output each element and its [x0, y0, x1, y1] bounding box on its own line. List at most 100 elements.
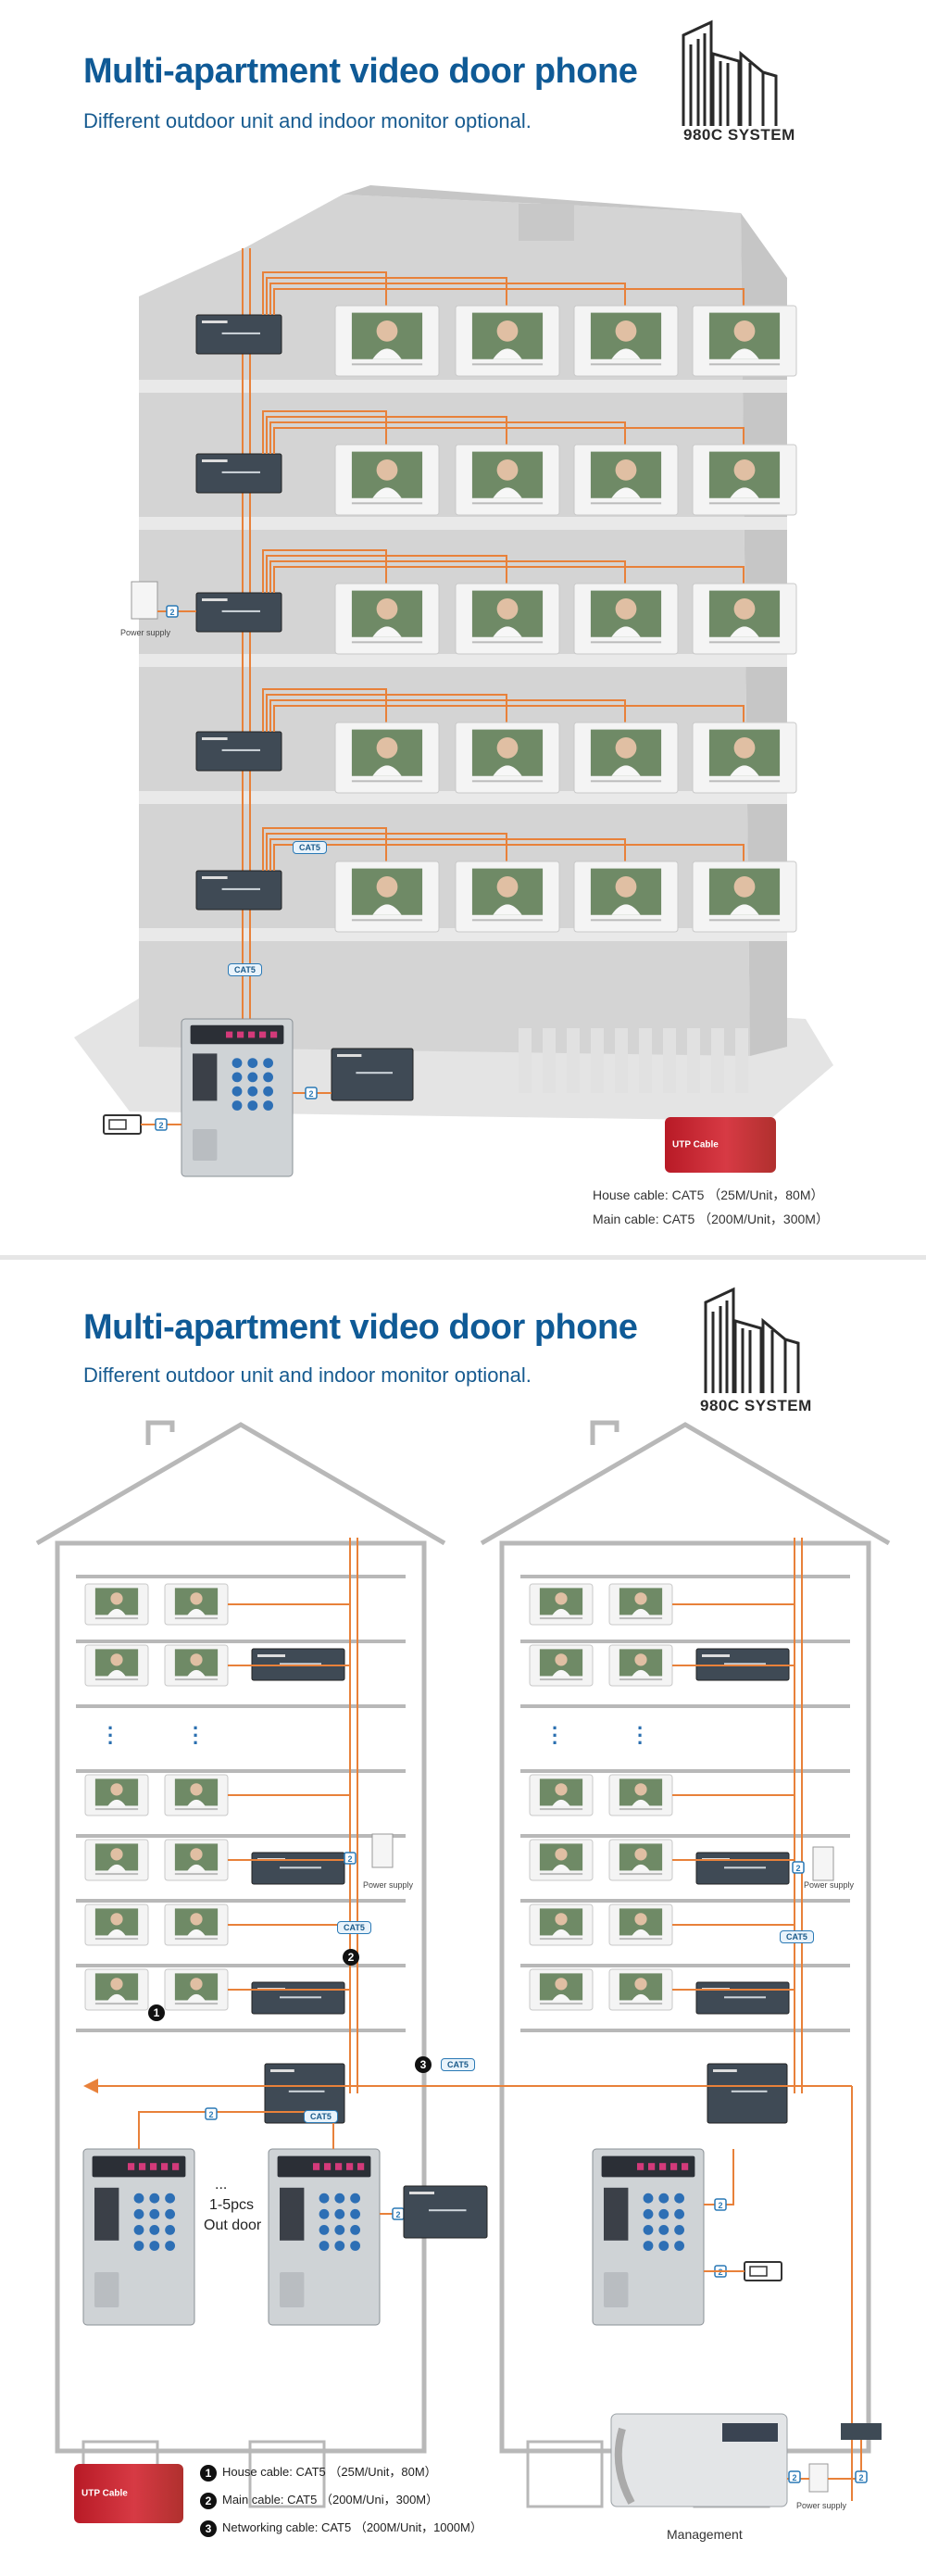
- power-supply-icon: [808, 2463, 829, 2493]
- cable-line: [266, 555, 507, 593]
- cable-badge-cat5: CAT5: [441, 2058, 475, 2071]
- power-supply-label: Power supply: [804, 1880, 855, 1890]
- building-facade: [139, 195, 750, 1056]
- cable-line: [273, 705, 745, 732]
- connector-badge-2: 2: [344, 1852, 357, 1865]
- indoor-monitor-icon: [573, 861, 679, 933]
- indoor-monitor-icon: [334, 861, 440, 933]
- logo-text: 980C SYSTEM: [683, 126, 795, 144]
- building-logo-icon: [682, 19, 778, 126]
- cable-line: [266, 277, 507, 315]
- indoor-monitor-icon: [692, 722, 797, 794]
- distributor-icon: [195, 731, 282, 772]
- indoor-monitor-icon: [692, 861, 797, 933]
- indoor-monitor-icon: [334, 722, 440, 794]
- column: [663, 1028, 676, 1093]
- column: [687, 1028, 700, 1093]
- indoor-monitor-icon: [164, 1968, 229, 2011]
- connector-badge-2: 2: [714, 2198, 727, 2211]
- distributor-icon: [251, 1981, 345, 2015]
- distributor-icon: [403, 2185, 488, 2239]
- distributor-icon: [195, 592, 282, 633]
- cable-badge-cat5: CAT5: [228, 963, 262, 976]
- column: [591, 1028, 604, 1093]
- indoor-monitor-icon: [608, 1839, 673, 1881]
- outdoor-panel-icon: [268, 2148, 381, 2326]
- cable-line: [273, 288, 745, 315]
- panel-1-illustration: 222: [74, 185, 833, 1177]
- svg-text:2: 2: [795, 1864, 800, 1873]
- connector-badge-2: 2: [855, 2470, 868, 2483]
- panel-2-dual-building-diagram: Multi-apartment video door phone Differe…: [0, 1260, 926, 2576]
- distributor-icon: [707, 2063, 788, 2124]
- rooftop-block: [519, 204, 574, 241]
- indoor-monitor-icon: [529, 1583, 594, 1626]
- more-floors-dots: ···: [637, 1716, 644, 1754]
- indoor-monitor-icon: [84, 1774, 149, 1816]
- indoor-monitor-icon: [692, 444, 797, 516]
- main-cable-note: Main cable: CAT5 （200M/Unit，300M）: [593, 1212, 829, 1226]
- cable-line: [266, 833, 507, 871]
- cable-badge-cat5: CAT5: [304, 2110, 338, 2123]
- legend-main-cable: 2 Main cable: CAT5 （200M/Uni，300M）: [200, 2490, 438, 2509]
- page-title: Multi-apartment video door phone: [83, 52, 638, 91]
- outdoor-panel-icon: [592, 2148, 705, 2326]
- indoor-monitor-icon: [164, 1774, 229, 1816]
- outdoor-count-dots: ...: [215, 2177, 228, 2193]
- cable-line: [273, 844, 745, 871]
- legend-text: Networking cable: CAT5 （200M/Unit，1000M）: [222, 2520, 482, 2534]
- page-subtitle: Different outdoor unit and indoor monito…: [83, 109, 532, 132]
- cable-badge-cat5: CAT5: [337, 1921, 371, 1934]
- indoor-monitor-icon: [334, 444, 440, 516]
- power-supply-icon: [131, 581, 158, 620]
- indoor-monitor-icon: [455, 861, 560, 933]
- svg-text:2: 2: [208, 2110, 213, 2119]
- indoor-monitor-icon: [529, 1644, 594, 1687]
- utp-cable-badge: UTP Cable: [74, 2464, 183, 2523]
- page-subtitle: Different outdoor unit and indoor monito…: [83, 1363, 532, 1387]
- indoor-monitor-icon: [164, 1644, 229, 1687]
- floor-ledge: [139, 791, 787, 804]
- indoor-monitor-icon: [334, 583, 440, 655]
- indoor-monitor-icon: [334, 305, 440, 377]
- svg-text:2: 2: [718, 2201, 722, 2210]
- building-logo-icon: [704, 1287, 800, 1393]
- column: [639, 1028, 652, 1093]
- floor-ledge: [139, 517, 787, 530]
- indoor-monitor-icon: [608, 1904, 673, 1946]
- column: [735, 1028, 748, 1093]
- distributor-icon: [195, 870, 282, 911]
- legend-num: 1: [200, 2464, 217, 2482]
- distributor-icon: [251, 1852, 345, 1885]
- callout-2: 2: [343, 1949, 359, 1966]
- outdoor-panel-icon: [82, 2148, 195, 2326]
- indoor-monitor-icon: [608, 1968, 673, 2011]
- indoor-monitor-icon: [455, 305, 560, 377]
- outdoor-count-label: 1-5pcs: [209, 2197, 255, 2213]
- power-supply-label: Power supply: [796, 2501, 847, 2510]
- legend-num: 2: [200, 2492, 217, 2509]
- indoor-monitor-icon: [164, 1839, 229, 1881]
- indoor-monitor-icon: [455, 583, 560, 655]
- column: [543, 1028, 556, 1093]
- callout-1: 1: [148, 2004, 165, 2021]
- outdoor-label: Out door: [204, 2218, 262, 2233]
- connector-badge-2: 2: [205, 2107, 218, 2120]
- distributor-icon: [695, 1981, 790, 2015]
- legend-text: Main cable: CAT5 （200M/Uni，300M）: [222, 2493, 439, 2507]
- indoor-monitor-icon: [84, 1644, 149, 1687]
- cable-line: [273, 566, 745, 593]
- indoor-monitor-icon: [164, 1583, 229, 1626]
- house-cable-note: House cable: CAT5 （25M/Unit，80M）: [593, 1187, 824, 1202]
- cable-line: [269, 283, 626, 315]
- connector-badge-2: 2: [155, 1118, 168, 1131]
- management-label: Management: [667, 2527, 743, 2542]
- indoor-monitor-icon: [529, 1774, 594, 1816]
- utp-label: UTP Cable: [81, 2488, 128, 2499]
- more-floors-dots: ···: [193, 1716, 200, 1754]
- indoor-monitor-icon: [573, 583, 679, 655]
- cable-line: [704, 2149, 734, 2205]
